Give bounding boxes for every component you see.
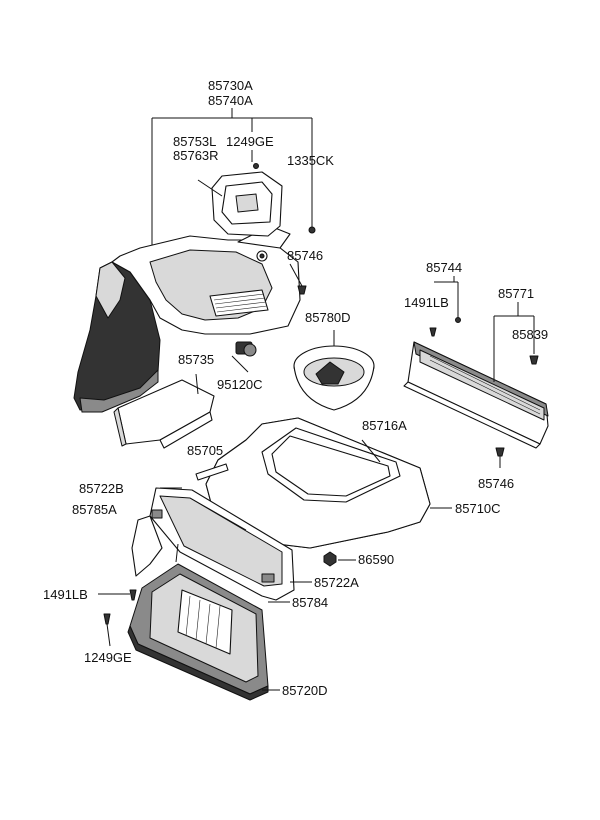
label-86590: 86590 xyxy=(358,552,394,567)
fastener-1249GE-bottom xyxy=(103,613,111,647)
nut-86590 xyxy=(323,551,356,567)
lower-tray-85720D xyxy=(127,543,269,701)
sensor-95120C xyxy=(231,341,257,373)
label-85753L: 85753L xyxy=(173,134,216,149)
label-85771: 85771 xyxy=(498,286,534,301)
cover-85753L xyxy=(197,150,283,237)
label-85730A: 85730A xyxy=(208,78,253,93)
label-85722A: 85722A xyxy=(314,575,359,590)
label-85763R: 85763R xyxy=(173,148,219,163)
tray-85780D xyxy=(293,330,375,411)
label-85720D: 85720D xyxy=(282,683,328,698)
leader-85771 xyxy=(494,302,539,365)
label-1491LB-right: 1491LB xyxy=(404,295,449,310)
label-1335CK: 1335CK xyxy=(287,153,334,168)
label-85746-left: 85746 xyxy=(287,248,323,263)
clip-1335CK xyxy=(308,168,316,234)
package-tray-85771 xyxy=(403,316,549,449)
label-85784: 85784 xyxy=(292,595,328,610)
bracket-85735 xyxy=(113,373,215,449)
label-85785A: 85785A xyxy=(72,502,117,517)
floor-cover-85710C xyxy=(205,417,452,549)
rear-panel-85785A xyxy=(131,487,295,601)
label-85705: 85705 xyxy=(187,443,223,458)
label-1249GE-bottom: 1249GE xyxy=(84,650,132,665)
vent-grille xyxy=(209,289,269,317)
label-85710C: 85710C xyxy=(455,501,501,516)
clip-85746-right xyxy=(495,447,505,468)
label-85744: 85744 xyxy=(426,260,462,275)
label-85735: 85735 xyxy=(178,352,214,367)
fastener-1491LB-left xyxy=(98,589,137,601)
label-95120C: 95120C xyxy=(217,377,263,392)
label-85740A: 85740A xyxy=(208,93,253,108)
plate-85705 xyxy=(195,463,229,481)
label-85716A: 85716A xyxy=(362,418,407,433)
leader-85744 xyxy=(429,276,461,337)
label-85746-right: 85746 xyxy=(478,476,514,491)
label-85839: 85839 xyxy=(512,327,548,342)
label-85722B: 85722B xyxy=(79,481,124,496)
quarter-trim-panel xyxy=(73,225,301,413)
label-1491LB-left: 1491LB xyxy=(43,587,88,602)
label-85780D: 85780D xyxy=(305,310,351,325)
clip-85746-left xyxy=(289,263,307,295)
label-1249GE-top: 1249GE xyxy=(226,134,274,149)
